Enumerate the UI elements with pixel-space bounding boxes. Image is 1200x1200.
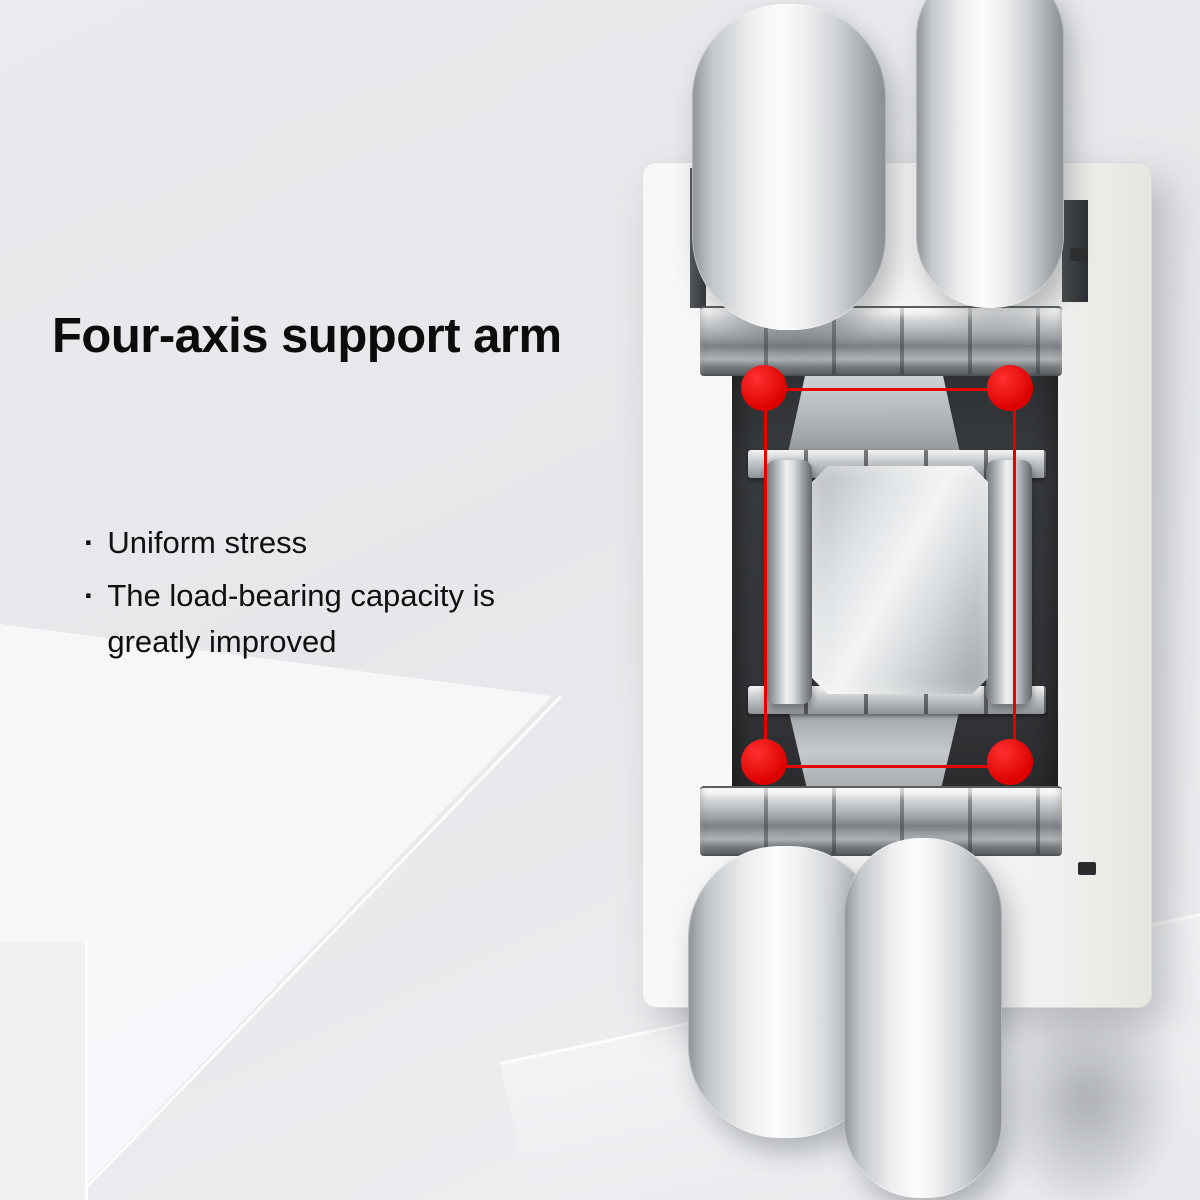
background-strip (0, 942, 85, 1200)
hinge-product-photo (630, 0, 1200, 1200)
hinge-arm-top-right (916, 0, 1064, 308)
hinge-arm-bottom-right (844, 838, 1002, 1198)
product-shadow (995, 980, 1180, 1200)
axis-marker-dot-top-right (987, 365, 1033, 411)
axis-outline (764, 388, 1016, 768)
feature-item: · Uniform stress (84, 520, 564, 566)
axis-marker-dot-bottom-right (987, 739, 1033, 785)
hinge-knuckle-bottom (700, 786, 1062, 856)
bullet-marker: · (84, 577, 95, 613)
axis-marker-dot-bottom-left (741, 739, 787, 785)
plate-notch (1078, 862, 1096, 875)
plate-notch (1070, 248, 1088, 261)
hinge-center-cube (812, 466, 988, 694)
hinge-center-block-top (786, 366, 962, 462)
feature-item: · The load-bearing capacity is greatly i… (84, 573, 564, 665)
hinge-arm-top-left (692, 4, 886, 330)
axis-marker-dot-top-left (741, 365, 787, 411)
hinge-axis-pin-right (986, 460, 1032, 704)
page-title: Four-axis support arm (52, 309, 562, 363)
hinge-center-block-bottom (788, 708, 960, 796)
feature-text: The load-bearing capacity is greatly imp… (107, 577, 496, 659)
feature-list: · Uniform stress · The load-bearing capa… (84, 520, 564, 672)
hinge-axis-pin-left (766, 460, 812, 704)
feature-text: Uniform stress (107, 525, 308, 560)
bullet-marker: · (84, 525, 95, 560)
background-edge-line (85, 942, 88, 1200)
